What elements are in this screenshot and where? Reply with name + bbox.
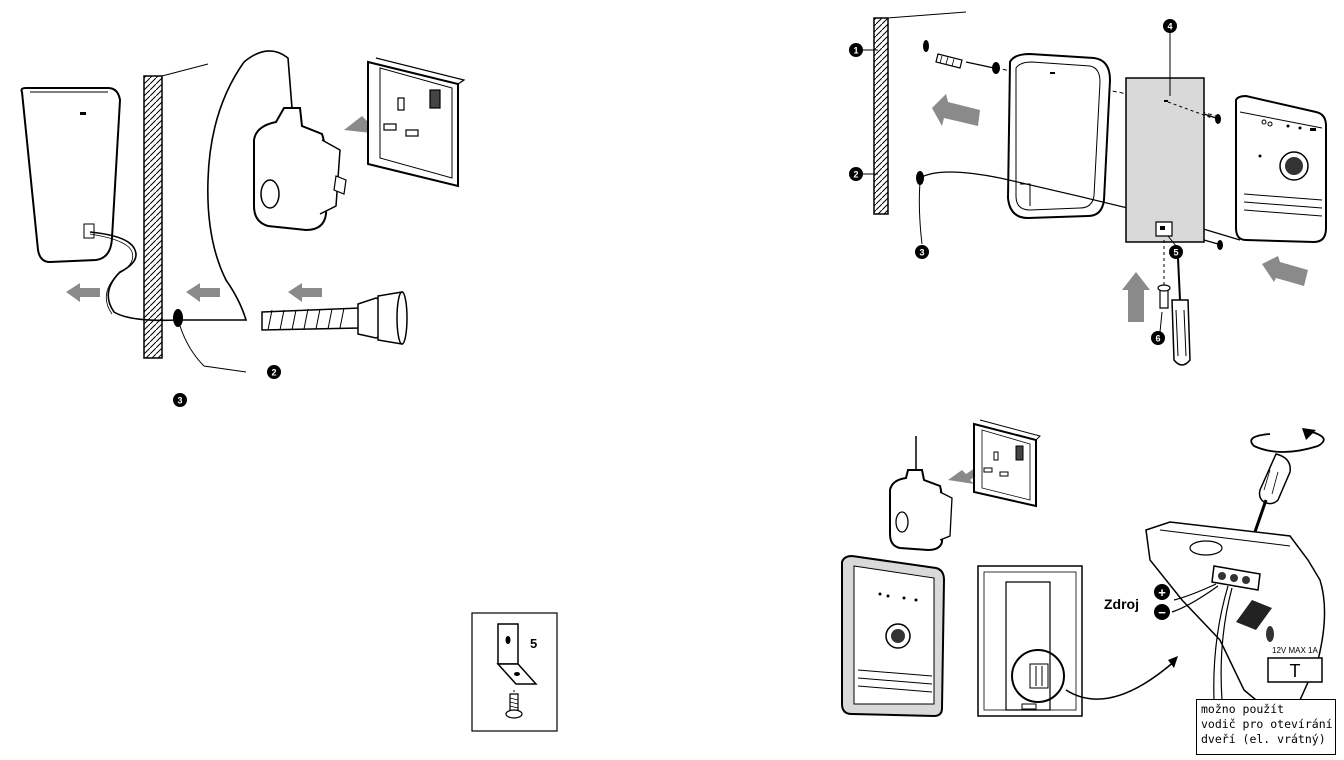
callout-number: 2 xyxy=(853,170,858,180)
callout-4: 4 xyxy=(1163,19,1177,33)
wall-plug-screw-icon xyxy=(261,291,408,345)
screwdriver-icon xyxy=(1171,257,1191,366)
bracket-icon xyxy=(496,623,538,719)
plug-adapter-icon xyxy=(253,107,347,232)
wall-socket-icon xyxy=(367,57,466,188)
right-bottom-illustration: + − Zdroj 12V MAX 1A T xyxy=(841,419,1326,718)
right-top-illustration: 1 2 3 4 5 6 xyxy=(849,11,1327,366)
wall-hole xyxy=(173,309,183,327)
plus-symbol: + xyxy=(1158,585,1166,600)
wall-socket-icon xyxy=(973,419,1041,508)
terminal-closeup xyxy=(1145,521,1326,701)
callout-2: 2 xyxy=(849,167,863,181)
doorbell-unit-icon xyxy=(841,554,946,718)
back-plate xyxy=(977,565,1083,717)
note-line-2: vodič pro otevírání xyxy=(1201,717,1333,731)
minus-icon: − xyxy=(1154,604,1170,620)
callout-3: 3 xyxy=(915,245,929,259)
bracket-number-label: 5 xyxy=(530,636,537,651)
plus-icon: + xyxy=(1154,584,1170,600)
direction-arrow xyxy=(1122,272,1150,322)
left-illustration: 3 2 xyxy=(20,50,466,407)
power-label: Zdroj xyxy=(1104,596,1139,612)
callout-number: 2 xyxy=(271,368,276,378)
callout-number: 6 xyxy=(1155,334,1160,344)
note-line-3: dveří (el. vrátný) xyxy=(1201,732,1326,746)
note-line-1: možno použít xyxy=(1201,702,1285,716)
direction-arrow xyxy=(1262,256,1308,286)
callout-2-left: 2 xyxy=(267,365,281,379)
doorbell-unit-icon xyxy=(20,87,122,264)
plug-adapter-icon xyxy=(889,469,953,552)
callout-number: 3 xyxy=(177,396,182,406)
wall-icon xyxy=(873,11,967,215)
wall-icon xyxy=(143,63,209,359)
door-opener-note: možno použít vodič pro otevírání dveří (… xyxy=(1196,699,1336,755)
callout-6: 6 xyxy=(1151,331,1165,345)
callout-number: 4 xyxy=(1167,22,1172,32)
terminal-symbol: T xyxy=(1290,661,1301,681)
minus-symbol: − xyxy=(1158,605,1166,620)
rating-label: 12V MAX 1A xyxy=(1272,646,1318,655)
callout-3-left: 3 xyxy=(173,393,187,407)
doorbell-unit-icon xyxy=(1006,52,1112,220)
callout-number: 3 xyxy=(919,248,924,258)
callout-5: 5 xyxy=(1169,245,1183,259)
rotate-arrow-icon xyxy=(1250,428,1325,453)
callout-number: 5 xyxy=(1173,248,1178,258)
mounting-plate xyxy=(1125,77,1205,243)
front-panel xyxy=(1235,94,1327,244)
callout-number: 1 xyxy=(853,46,858,56)
bracket-detail: 5 xyxy=(471,612,558,732)
direction-arrow xyxy=(932,94,980,126)
wall-plug-screw-icon xyxy=(935,53,1000,74)
terminal-box xyxy=(1267,657,1323,683)
callout-1: 1 xyxy=(849,43,863,57)
